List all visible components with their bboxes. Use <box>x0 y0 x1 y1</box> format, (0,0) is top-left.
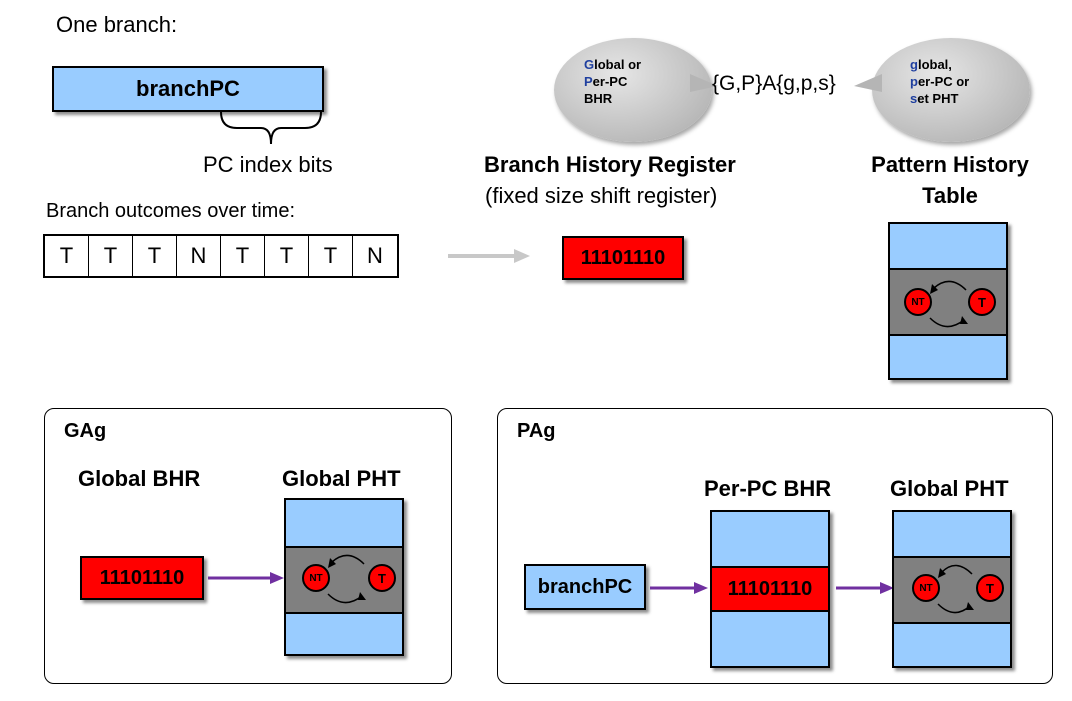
gag-state-transition-arrows <box>327 554 366 604</box>
bubble-tail-right <box>854 74 882 92</box>
pht-title-line2: Table <box>922 183 978 208</box>
bhr-register: 11101110 <box>562 236 684 280</box>
state-t: T <box>968 288 996 316</box>
bhr-subtitle: (fixed size shift register) <box>485 183 718 208</box>
one-branch-heading: One branch: <box>56 12 178 37</box>
naming-formula: {G,P}A{g,p,s} <box>712 72 836 95</box>
bubble-tail-left <box>690 74 718 92</box>
bubble-letter: s <box>910 91 918 106</box>
pag-state-nt: NT <box>912 574 940 602</box>
pht-type-bubble: global, per-PC or set PHT <box>872 38 1030 142</box>
bubble-letter: P <box>584 74 593 89</box>
gag-state-nt: NT <box>302 564 330 592</box>
outcomes-row: T T T N T T T N <box>43 234 399 278</box>
pag-bhr-label: Per-PC BHR <box>704 476 832 501</box>
gag-pht-table: NT T <box>284 498 404 656</box>
outcome-cell: T <box>89 236 133 276</box>
outcomes-to-bhr-arrow <box>448 249 530 263</box>
gag-bhr-value: 11101110 <box>99 566 185 589</box>
pc-index-label: PC index bits <box>203 152 333 177</box>
bubble-text: et PHT <box>917 91 959 106</box>
bubble-text: lobal, <box>917 57 952 72</box>
gag-pht-label: Global PHT <box>282 466 401 491</box>
pht-table: NT T <box>888 222 1008 380</box>
bubble-letter: g <box>910 57 918 72</box>
outcome-cell: T <box>221 236 265 276</box>
branch-pc-box: branchPC <box>52 66 324 112</box>
state-transition-arrows <box>929 280 968 328</box>
pag-pc-to-bhr-arrow <box>650 582 708 594</box>
bhr-type-bubble: Global or Per-PC BHR <box>554 38 712 142</box>
gag-bhr-label: Global BHR <box>78 466 201 491</box>
bubble-letter: G <box>584 57 595 72</box>
gag-bhr-to-pht-arrow <box>208 572 284 584</box>
pag-branch-pc-label: branchPC <box>537 575 633 598</box>
pag-bhr-selected-entry: 11101110 <box>712 566 828 612</box>
bubble-text: er-PC or <box>917 74 970 89</box>
pht-title-line1: Pattern History <box>871 152 1029 177</box>
pag-branch-pc-box: branchPC <box>524 564 646 610</box>
gag-bhr-register: 11101110 <box>80 556 204 600</box>
pag-state-transition-arrows <box>937 564 974 614</box>
outcome-cell: T <box>265 236 309 276</box>
branch-pc-label: branchPC <box>136 76 240 101</box>
outcomes-label: Branch outcomes over time: <box>46 200 295 222</box>
outcome-cell: N <box>177 236 221 276</box>
outcome-cell: T <box>45 236 89 276</box>
pc-index-brace <box>220 111 322 145</box>
bubble-text: er-PC <box>592 74 628 89</box>
pag-state-t: T <box>976 574 1004 602</box>
state-nt: NT <box>904 288 932 316</box>
pag-bhr-to-pht-arrow <box>836 582 894 594</box>
pag-pht-table: NT T <box>892 510 1012 668</box>
pag-bhr-value: 11101110 <box>727 577 813 600</box>
outcome-cell: T <box>309 236 353 276</box>
outcome-cell: N <box>367 243 383 268</box>
pag-pht-label: Global PHT <box>890 476 1009 501</box>
bhr-title: Branch History Register <box>484 152 736 177</box>
pag-title: PAg <box>517 420 556 442</box>
pag-bhr-table: 11101110 <box>710 510 830 668</box>
bubble-letter: p <box>910 74 918 89</box>
bubble-text: BHR <box>584 91 613 106</box>
gag-state-t: T <box>368 564 396 592</box>
outcome-cell: T <box>133 236 177 276</box>
bubble-text: lobal or <box>594 57 642 72</box>
gag-title: GAg <box>64 420 107 442</box>
bhr-value: 11101110 <box>580 246 666 269</box>
